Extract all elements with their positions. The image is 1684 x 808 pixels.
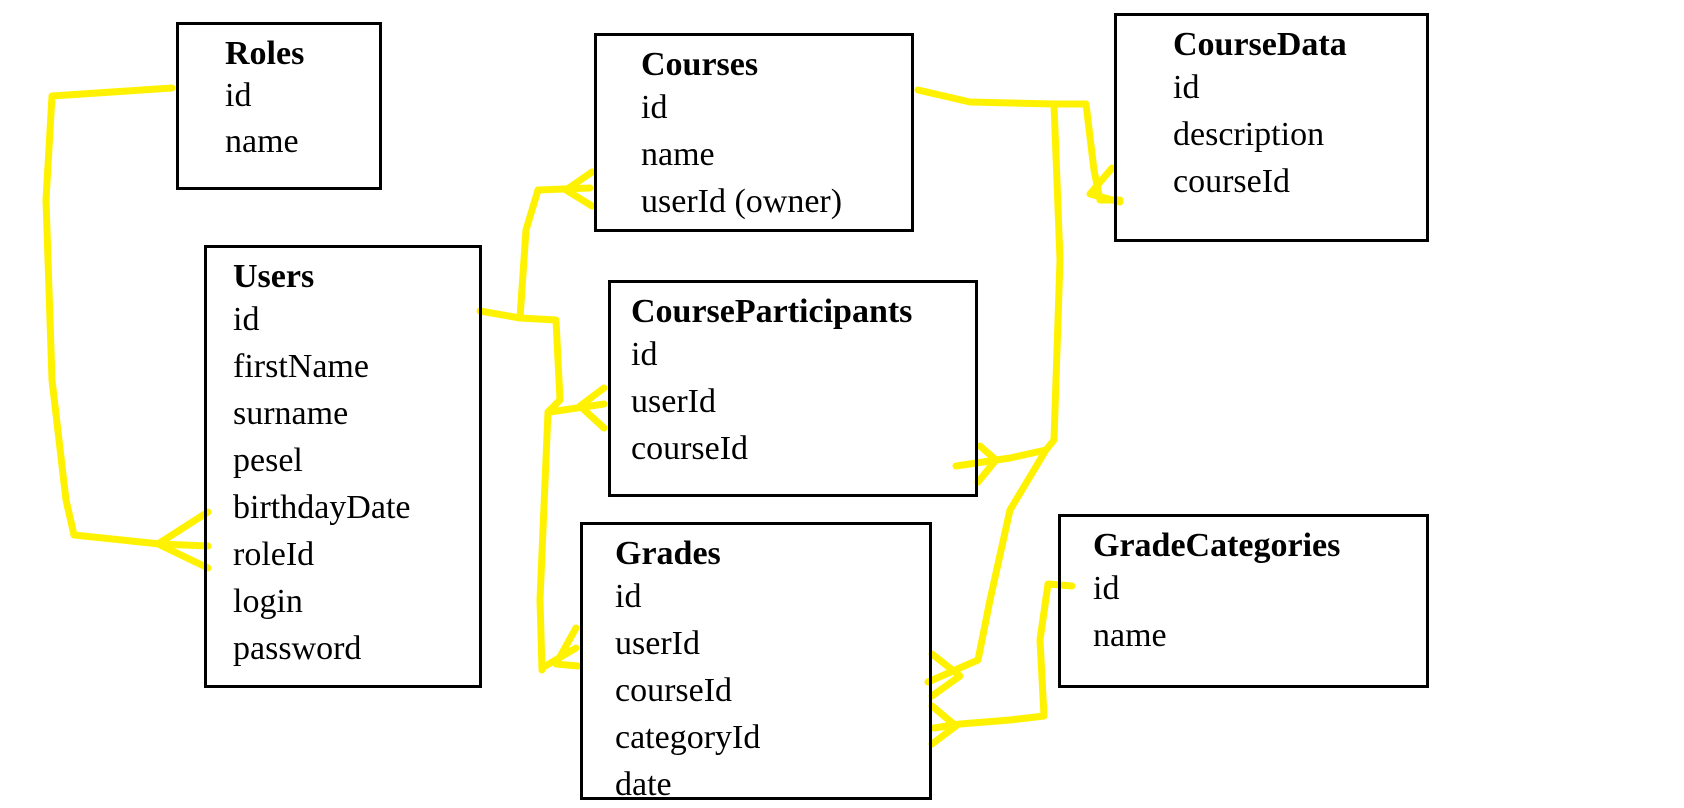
- field-name: name: [641, 136, 715, 173]
- connector-courses-coursedata: [1050, 100, 1124, 204]
- field-password: password: [233, 630, 362, 667]
- field-description: description: [1173, 116, 1325, 153]
- field-first-name: firstName: [233, 348, 369, 385]
- connector-users-trunk: [476, 307, 564, 674]
- field-user-id-owner: userId (owner): [641, 183, 843, 220]
- entity-title: CourseParticipants: [631, 293, 913, 330]
- field-category-id: categoryId: [615, 719, 761, 756]
- field-list: id name: [225, 73, 379, 165]
- entity-users: Users id firstName surname pesel birthda…: [204, 245, 482, 688]
- connector-courses-trunk: [914, 86, 1064, 686]
- entity-title: Grades: [615, 535, 721, 572]
- field-list: id firstName surname pesel birthdayDate …: [233, 296, 479, 672]
- entity-grades: Grades id userId courseId categoryId dat…: [580, 522, 932, 803]
- crowfoot-users-roleid: [154, 508, 212, 572]
- field-id: id: [615, 578, 642, 615]
- crowfoot-grades-categoryid: [928, 702, 960, 748]
- field-date: date: [615, 766, 672, 803]
- connector-users-courses: [516, 184, 594, 322]
- field-id: id: [1093, 570, 1120, 607]
- connector-users-courseparticipants: [546, 400, 608, 416]
- field-list: id userId courseId: [631, 331, 975, 472]
- field-course-id: courseId: [1173, 163, 1291, 200]
- entity-title: Courses: [641, 46, 759, 83]
- crowfoot-courseparticipants-courseid: [974, 442, 1000, 486]
- field-id: id: [631, 336, 658, 373]
- field-name: name: [225, 123, 299, 160]
- field-surname: surname: [233, 395, 349, 432]
- entity-courses: Courses id name userId (owner): [594, 33, 914, 232]
- field-birthday-date: birthdayDate: [233, 489, 411, 526]
- entity-coursedata: CourseData id description courseId: [1114, 13, 1429, 242]
- entity-gradecategories: GradeCategories id name: [1058, 514, 1429, 688]
- entity-title: Roles: [225, 35, 305, 72]
- entity-title: GradeCategories: [1093, 527, 1341, 564]
- connector-gradecategories-grades: [930, 580, 1076, 732]
- field-name: name: [1093, 617, 1167, 654]
- entity-title: CourseData: [1173, 26, 1347, 63]
- field-course-id: courseId: [631, 430, 749, 467]
- field-login: login: [233, 583, 303, 620]
- field-list: id userId courseId categoryId date: [615, 573, 929, 808]
- field-course-id: courseId: [615, 672, 733, 709]
- connector-roles-users: [42, 84, 212, 550]
- crowfoot-coursedata-courseid: [1086, 164, 1124, 206]
- field-user-id: userId: [631, 383, 716, 420]
- field-pesel: pesel: [233, 442, 303, 479]
- connector-courses-courseparticipants: [952, 446, 1050, 470]
- field-id: id: [1173, 69, 1200, 106]
- field-id: id: [641, 89, 668, 126]
- entity-roles: Roles id name: [176, 22, 382, 190]
- entity-title: Users: [233, 258, 315, 295]
- field-id: id: [233, 301, 260, 338]
- field-user-id: userId: [615, 625, 700, 662]
- crowfoot-grades-courseid: [928, 650, 964, 700]
- field-list: id name: [1093, 565, 1426, 659]
- field-role-id: roleId: [233, 536, 315, 573]
- field-list: id name userId (owner): [641, 84, 911, 225]
- crowfoot-grades-userid: [552, 624, 582, 670]
- field-list: id description courseId: [1173, 64, 1426, 205]
- crowfoot-courseparticipants-userid: [576, 384, 608, 432]
- entity-courseparticipants: CourseParticipants id userId courseId: [608, 280, 978, 497]
- crowfoot-courses-userid: [562, 168, 596, 210]
- field-id: id: [225, 77, 252, 114]
